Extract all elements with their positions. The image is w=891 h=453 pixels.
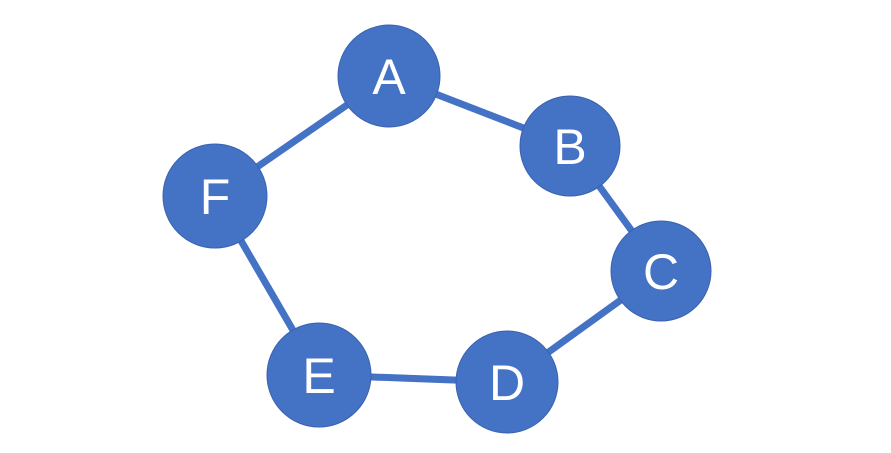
node-circle-C[interactable] [610,220,712,322]
node-D[interactable]: D [455,330,559,434]
node-B[interactable]: B [519,95,621,197]
node-circle-B[interactable] [519,95,621,197]
node-C[interactable]: C [610,220,712,322]
node-A[interactable]: A [337,24,441,128]
node-E[interactable]: E [266,322,372,428]
node-circle-F[interactable] [162,143,268,249]
node-circle-D[interactable] [455,330,559,434]
node-circle-A[interactable] [337,24,441,128]
node-circle-E[interactable] [266,322,372,428]
node-F[interactable]: F [162,143,268,249]
